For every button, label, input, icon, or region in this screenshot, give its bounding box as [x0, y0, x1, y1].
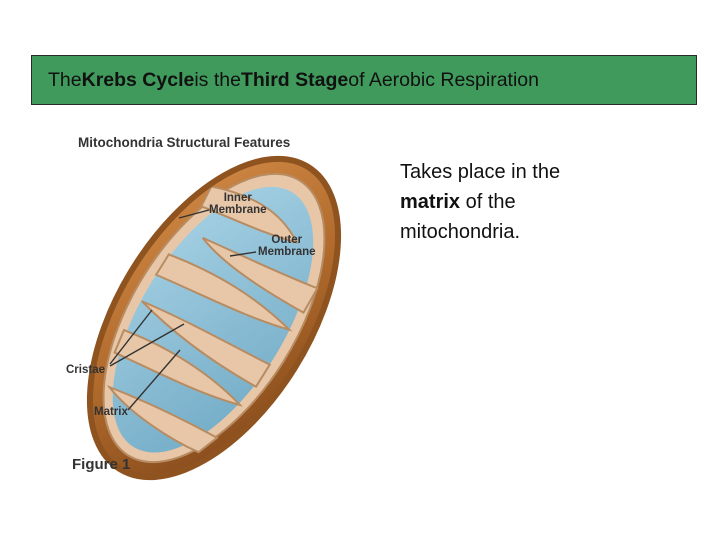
banner-bold-krebs: Krebs Cycle: [81, 68, 195, 91]
outer-membrane-leader: [229, 251, 257, 257]
description-line-2-rest: of the: [460, 191, 516, 213]
inner-membrane-leader: [178, 209, 210, 219]
label-inner-2: Membrane: [209, 204, 267, 216]
banner-text-1: The: [48, 68, 82, 91]
matrix-shape: [112, 186, 314, 453]
label-outer-2: Membrane: [258, 246, 316, 258]
figure-caption: Figure 1: [72, 456, 131, 473]
mitochondrion-illustration: [86, 155, 342, 481]
description-line-1: Takes place in the: [400, 161, 561, 183]
cut-rim: [86, 155, 342, 481]
description-bold-matrix: matrix: [400, 191, 461, 213]
label-outer-membrane: Outer Membrane: [258, 234, 316, 258]
label-cristae: Cristae: [66, 364, 105, 376]
description-line-3: mitochondria.: [400, 221, 521, 243]
label-outer-1: Outer: [271, 234, 303, 246]
banner-text-3: of Aerobic Respiration: [348, 68, 539, 91]
title-banner: The Krebs Cycle is the Third Stage of Ae…: [31, 55, 697, 105]
cristae-leader-2: [109, 323, 185, 367]
label-inner-membrane: Inner Membrane: [209, 192, 267, 216]
description-text: Takes place in the matrix of the mitocho…: [400, 157, 700, 247]
description-line-2: matrix of the: [400, 187, 700, 217]
figure-title: Mitochondria Structural Features: [78, 135, 291, 150]
cristae-leader-1: [109, 309, 153, 365]
matrix-leader: [127, 349, 181, 411]
banner-text-2: is the: [194, 68, 241, 91]
label-inner-1: Inner: [223, 192, 252, 204]
cristae-folds: [106, 185, 319, 454]
banner-bold-stage: Third Stage: [240, 68, 349, 91]
label-matrix: Matrix: [94, 406, 128, 418]
